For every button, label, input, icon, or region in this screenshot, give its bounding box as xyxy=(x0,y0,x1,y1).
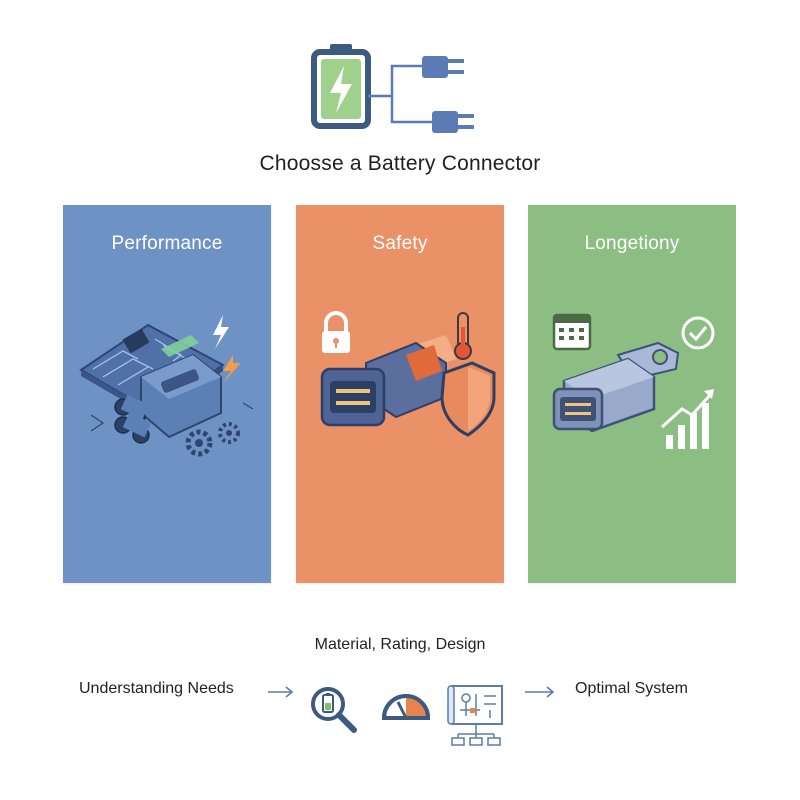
circuit-board-connector-icon xyxy=(79,315,254,457)
performance-title: Performance xyxy=(111,233,223,254)
durable-connector-icon xyxy=(552,313,715,449)
magnifier-battery-icon xyxy=(311,687,357,733)
safety-title: Safety xyxy=(372,233,428,254)
longevity-panel: Longetiony xyxy=(528,205,736,583)
performance-panel: Performance xyxy=(63,205,271,583)
blueprint-icon xyxy=(447,685,503,746)
flow-end-label: Optimal System xyxy=(575,680,688,697)
gauge-icon xyxy=(381,694,431,720)
page-title: Choosse a Battery Connector xyxy=(259,152,541,175)
safety-panel: Safety xyxy=(296,205,504,583)
flow-subtitle: Material, Rating, Design xyxy=(314,636,486,653)
flow-start-label: Understanding Needs xyxy=(79,680,234,697)
arrow-right-icon xyxy=(525,686,555,698)
battery-plug-icon xyxy=(311,44,474,133)
arrow-right-icon xyxy=(268,686,294,698)
longevity-title: Longetiony xyxy=(584,233,680,254)
connector-shield-icon xyxy=(320,311,496,437)
